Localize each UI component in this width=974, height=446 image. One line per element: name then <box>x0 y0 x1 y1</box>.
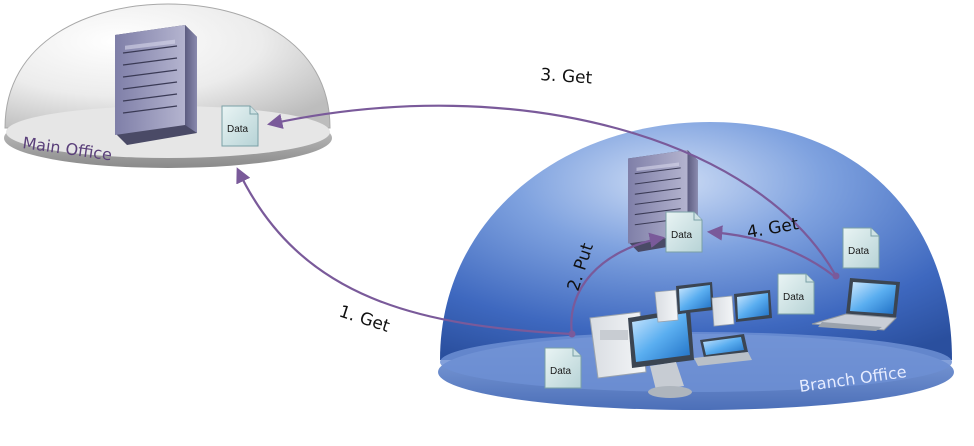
data-doc-label: Data <box>671 230 693 241</box>
data-doc-label: Data <box>783 292 805 303</box>
data-doc-label: Data <box>227 124 249 135</box>
main-office-server-icon <box>114 24 198 146</box>
data-doc-branch-server: Data <box>665 211 703 253</box>
arrow-2-put <box>570 232 666 335</box>
arrow-4-get <box>706 225 835 277</box>
data-flow-arrows <box>236 104 837 336</box>
arrow-label-1-get: 1. Get <box>336 302 392 337</box>
desktop-pc-icon <box>589 308 694 398</box>
data-doc-laptop: Data <box>842 227 880 269</box>
data-doc-desktop: Data <box>544 347 582 389</box>
arrow-1-get <box>236 167 573 336</box>
arrow-label-3-get: 3. Get <box>540 65 594 89</box>
data-doc-label: Data <box>848 246 870 257</box>
data-doc-label: Data <box>550 366 572 377</box>
data-doc-cluster: Data <box>777 273 815 315</box>
networked-pcs-icon <box>654 282 772 366</box>
arrow-3-get <box>266 104 837 277</box>
data-doc-main-office: Data <box>221 105 259 147</box>
laptop-icon <box>811 278 900 331</box>
